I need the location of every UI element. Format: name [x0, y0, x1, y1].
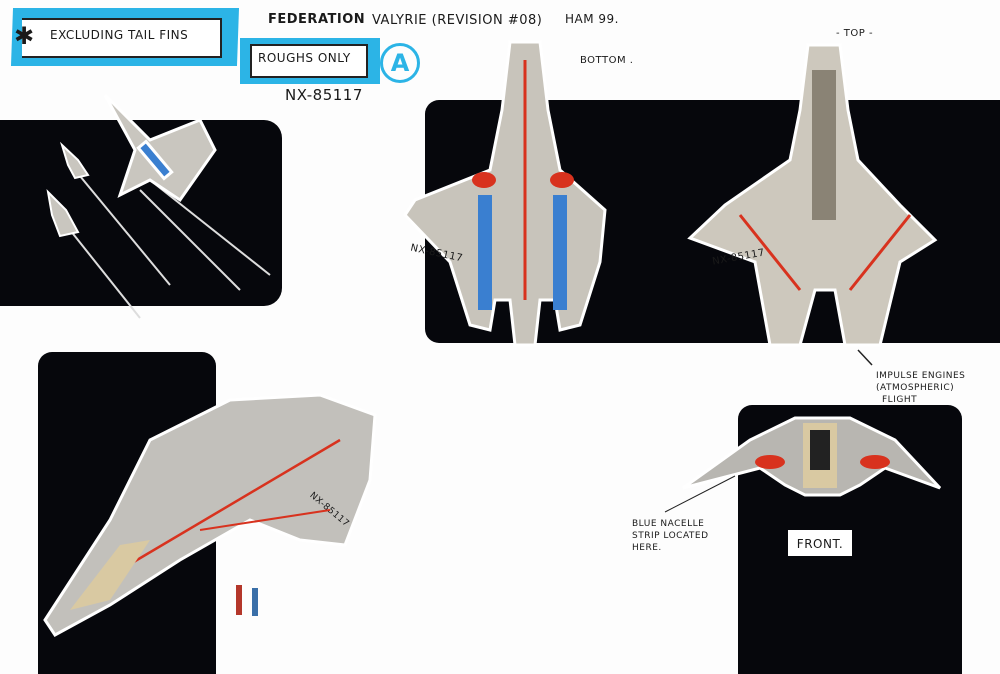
ship-perspective-view: [43, 393, 377, 637]
annotation-line: Impulse engines: [876, 371, 966, 381]
top-view-label: - Top -: [836, 28, 874, 39]
revision-badge: A: [380, 43, 420, 83]
impulse-annotation: Impulse engines (Atmospheric) flight: [876, 370, 965, 406]
excluding-note: Excluding tail fins: [50, 28, 189, 42]
annotation-line: flight: [882, 395, 918, 405]
crew-figures: [236, 585, 258, 616]
roughs-box: [250, 44, 368, 78]
ship-top-view: [687, 43, 938, 347]
ship-bottom-view: [403, 40, 607, 347]
nacelle-pointer: [664, 475, 736, 513]
nacelle-annotation: Blue nacelle strip located here.: [632, 518, 709, 554]
front-view-label: Front.: [796, 537, 844, 551]
revision-letter: A: [390, 49, 410, 77]
impulse-arrow: [857, 349, 873, 366]
ship-flyby-large: [103, 93, 271, 291]
bottom-view-label: Bottom .: [580, 55, 634, 66]
excluding-note-box: [22, 18, 222, 58]
annotation-line: Blue nacelle: [632, 519, 705, 529]
ship-flyby-small: [46, 141, 171, 319]
annotation-line: here.: [632, 543, 662, 553]
faction-label: Federation: [268, 12, 366, 27]
front-label-box: Front.: [788, 530, 852, 556]
asterisk-icon: ✱: [14, 22, 35, 50]
sheet-title: Valyrie (Revision #08): [372, 13, 543, 28]
annotation-line: strip located: [632, 531, 709, 541]
roughs-label: Roughs only: [258, 51, 351, 65]
signature: Ham 99.: [565, 12, 619, 26]
ship-front-view: [682, 416, 942, 497]
annotation-line: (Atmospheric): [876, 383, 955, 393]
registry-label: NX-85117: [285, 86, 363, 104]
